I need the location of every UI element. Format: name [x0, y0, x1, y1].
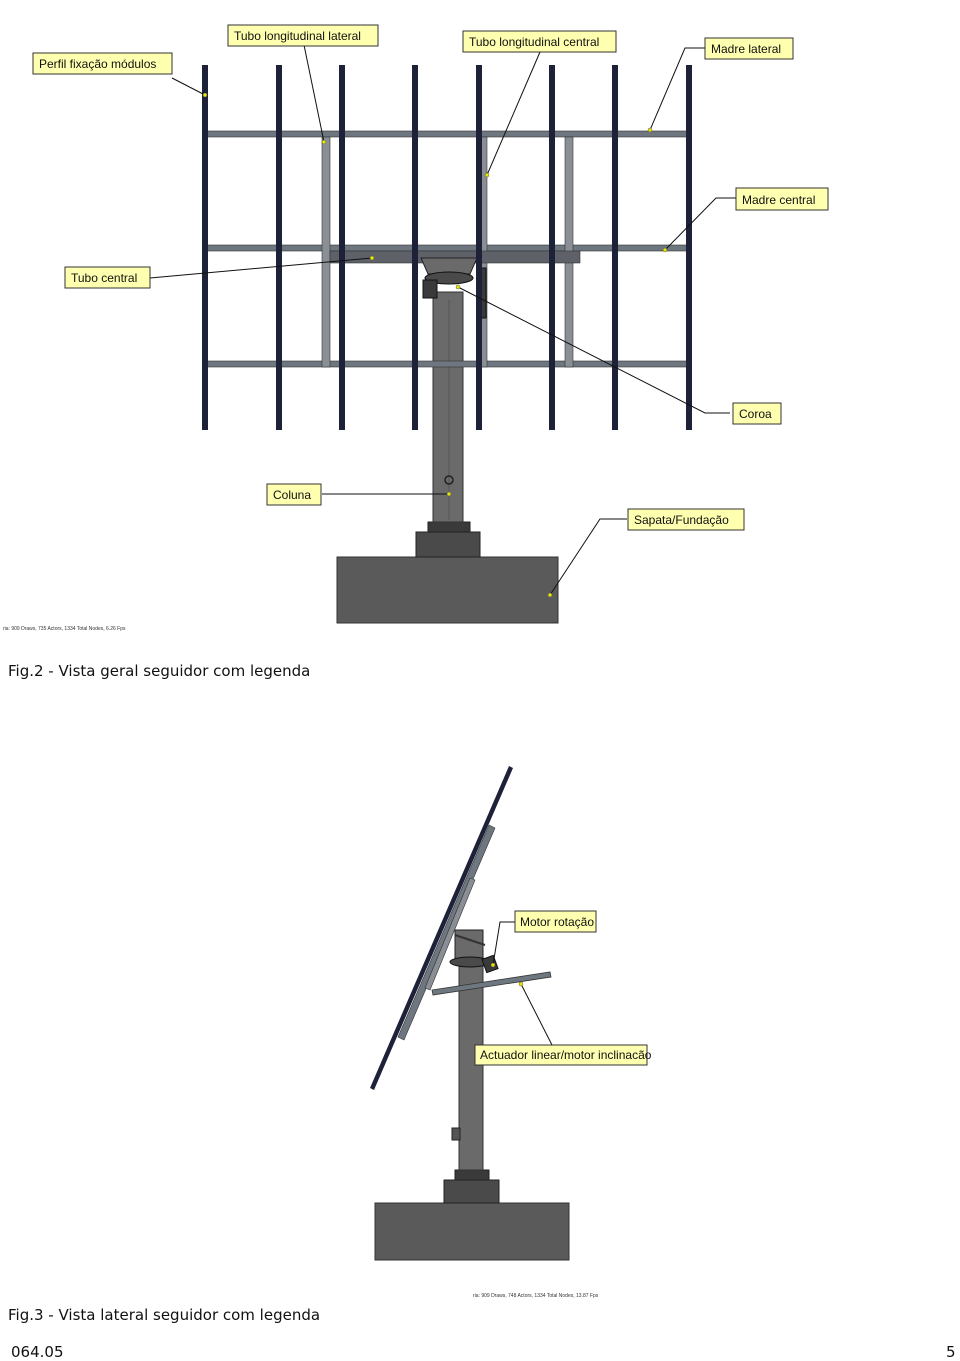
fig2-caption: Fig.2 - Vista geral seguidor com legenda: [8, 662, 311, 680]
doc-code: 064.05: [11, 1343, 64, 1361]
fig3-leader-lines: [492, 921, 553, 1046]
column-base-side: [443, 1179, 500, 1204]
fig2-label-coroa: Coroa: [732, 402, 782, 425]
fig2-label-tubo-central: Tubo central: [64, 266, 151, 289]
fig3-caption: Fig.3 - Vista lateral seguidor com legen…: [8, 1306, 321, 1324]
svg-text:Madre central: Madre central: [742, 193, 815, 207]
fig2-label-tubo-long-lateral: Tubo longitudinal lateral: [227, 24, 379, 47]
foundation-block: [336, 556, 559, 624]
panel-frame: [370, 766, 513, 1090]
foundation-block-side: [374, 1202, 570, 1261]
motor-rotacao: [449, 956, 491, 968]
svg-text:Coluna: Coluna: [273, 488, 311, 502]
fig3-render-stats: ria: 909 Draws, 748 Actors, 1334 Total N…: [473, 1293, 599, 1299]
column-side: [458, 959, 484, 1171]
fig2-label-tubo-long-central: Tubo longitudinal central: [462, 30, 617, 53]
svg-text:Actuador linear/motor inclinac: Actuador linear/motor inclinacão: [480, 1048, 652, 1062]
page-number: 5: [946, 1343, 956, 1361]
svg-text:Tubo longitudinal lateral: Tubo longitudinal lateral: [234, 29, 361, 43]
column-flange: [427, 521, 471, 533]
svg-text:Tubo central: Tubo central: [71, 271, 137, 285]
fig2-render-stats: ria: 909 Draws, 735 Actors, 1334 Total N…: [3, 626, 126, 632]
fig2-label-coluna: Coluna: [266, 483, 322, 506]
perfis-fixacao: [202, 65, 692, 430]
svg-text:Motor rotação: Motor rotação: [520, 915, 594, 929]
column-base: [415, 531, 481, 558]
leader-lines: [149, 44, 736, 596]
fig2-drawing: Perfil fixação módulos Tubo longitudinal…: [3, 24, 829, 632]
fig2-label-madre-lateral: Madre lateral: [704, 37, 794, 60]
fig2-label-sapata: Sapata/Fundação: [627, 508, 745, 531]
actuator-arm: [431, 971, 552, 996]
fig3-label-actuador: Actuador linear/motor inclinacão: [474, 1044, 652, 1066]
svg-text:Tubo longitudinal central: Tubo longitudinal central: [469, 35, 599, 49]
svg-text:Perfil fixação módulos: Perfil fixação módulos: [39, 57, 156, 71]
fig2-label-madre-central: Madre central: [735, 187, 829, 211]
column: [432, 291, 464, 523]
svg-text:Sapata/Fundação: Sapata/Fundação: [634, 513, 729, 527]
svg-text:Coroa: Coroa: [739, 407, 772, 421]
svg-text:Madre lateral: Madre lateral: [711, 42, 781, 56]
fig3-label-motor-rotacao: Motor rotação: [514, 910, 597, 933]
fig2-label-perfil: Perfil fixação módulos: [32, 52, 173, 75]
